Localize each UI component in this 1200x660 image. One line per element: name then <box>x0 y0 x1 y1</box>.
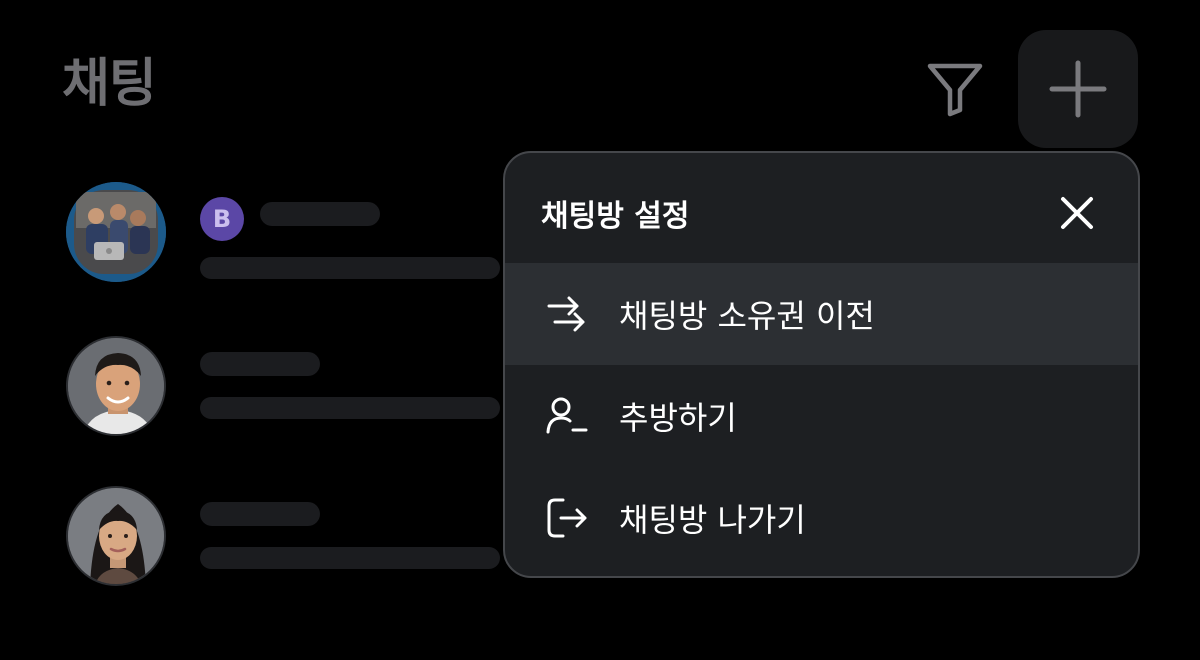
add-chat-button[interactable] <box>1018 30 1138 148</box>
menu-item-label: 채팅방 소유권 이전 <box>619 297 875 335</box>
user-remove-icon <box>545 394 589 438</box>
man-portrait <box>68 338 164 434</box>
transfer-arrows-icon <box>545 292 589 336</box>
skeleton-name <box>260 202 380 226</box>
plus-icon <box>1049 60 1107 118</box>
chat-settings-menu: 채팅방 설정 채팅방 소유권 이전 추 <box>503 151 1140 578</box>
menu-item-kick-user[interactable]: 추방하기 <box>505 365 1138 467</box>
avatar <box>66 486 166 586</box>
close-icon <box>1061 197 1093 229</box>
page-title: 채팅 <box>62 54 157 114</box>
filter-icon <box>927 63 983 117</box>
menu-close-button[interactable] <box>1053 189 1101 237</box>
exit-icon <box>545 496 589 540</box>
filter-button[interactable] <box>920 56 990 122</box>
skeleton-message <box>200 257 500 279</box>
woman-portrait <box>68 488 164 584</box>
menu-item-leave-chat[interactable]: 채팅방 나가기 <box>505 467 1138 569</box>
skeleton-name <box>200 352 320 376</box>
menu-item-label: 추방하기 <box>619 399 737 437</box>
skeleton-message <box>200 547 500 569</box>
skeleton-message <box>200 397 500 419</box>
chat-list-item[interactable]: B <box>62 182 502 292</box>
group-photo <box>66 182 166 282</box>
avatar <box>66 182 166 282</box>
avatar <box>66 336 166 436</box>
skeleton-name <box>200 502 320 526</box>
menu-item-transfer-ownership[interactable]: 채팅방 소유권 이전 <box>505 263 1138 365</box>
chat-list-item[interactable] <box>62 486 502 596</box>
chat-badge: B <box>200 197 244 241</box>
menu-title: 채팅방 설정 <box>541 199 690 234</box>
menu-item-label: 채팅방 나가기 <box>619 501 806 539</box>
chat-list-item[interactable] <box>62 336 502 446</box>
